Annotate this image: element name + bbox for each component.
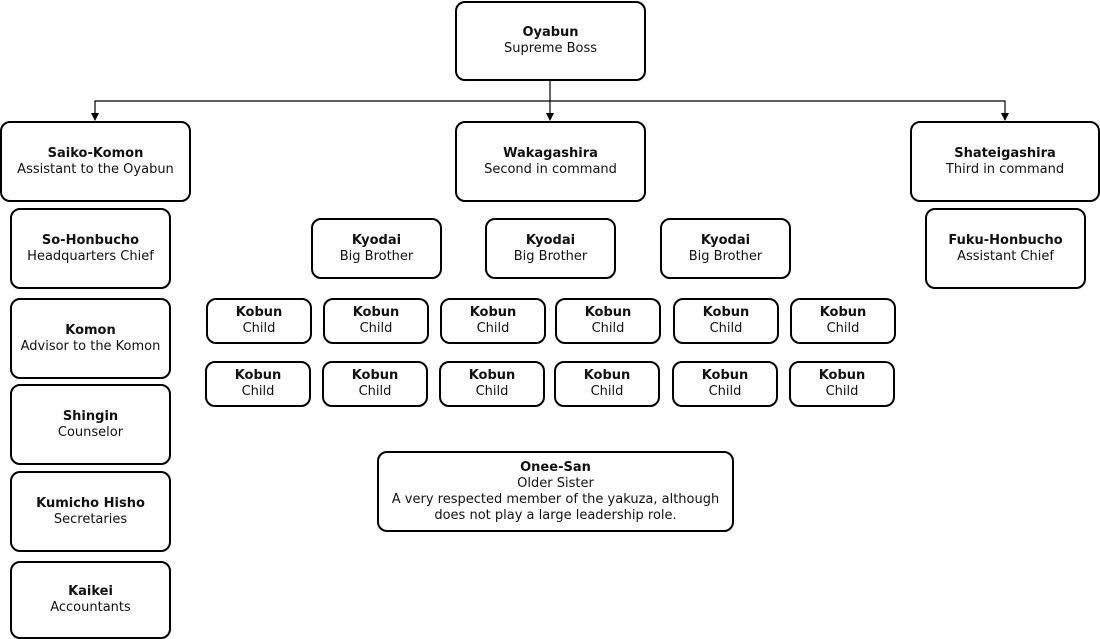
node-subtitle: Assistant to the Oyabun <box>17 161 174 177</box>
node-kobun: Kobun Child <box>555 298 661 344</box>
node-onee-san: Onee-San Older Sister A very respected m… <box>377 451 734 532</box>
node-subtitle: Supreme Boss <box>503 41 597 56</box>
node-shateigashira: Shateigashira Third in command <box>910 121 1100 202</box>
node-title: Komon <box>65 322 116 338</box>
node-title: Kumicho Hisho <box>36 495 145 511</box>
node-subtitle: Child <box>709 321 743 336</box>
node-subtitle: Child <box>358 384 392 399</box>
node-description: A very respected member of the yakuza, a… <box>391 491 720 523</box>
node-subtitle: Headquarters Chief <box>27 248 154 264</box>
node-subtitle: Advisor to the Komon <box>20 338 161 354</box>
node-subtitle: Big Brother <box>513 248 588 264</box>
node-title: So-Honbucho <box>41 232 140 248</box>
node-subtitle: Third in command <box>945 161 1065 177</box>
node-subtitle: Child <box>476 321 510 336</box>
node-kobun: Kobun Child <box>439 361 545 407</box>
node-title: Shateigashira <box>954 145 1056 161</box>
node-title: Kyodai <box>351 232 402 248</box>
node-kobun: Kobun Child <box>673 298 779 344</box>
connector-oyabun-to-shateigashira <box>550 100 1009 121</box>
node-kobun: Kobun Child <box>440 298 546 344</box>
node-so-honbucho: So-Honbucho Headquarters Chief <box>10 208 171 289</box>
node-kobun: Kobun Child <box>205 361 311 407</box>
node-kobun: Kobun Child <box>790 298 896 344</box>
node-title: Kobun <box>468 368 516 383</box>
node-title: Kobun <box>818 368 866 383</box>
node-subtitle: Second in command <box>484 161 617 177</box>
node-kaikei: Kaikei Accountants <box>10 561 171 639</box>
node-title: Kobun <box>469 305 517 320</box>
node-subtitle: Secretaries <box>53 511 128 527</box>
node-kobun: Kobun Child <box>554 361 660 407</box>
node-subtitle: Accountants <box>50 600 131 615</box>
node-title: Wakagashira <box>503 145 598 161</box>
node-subtitle: Big Brother <box>339 248 414 264</box>
node-title: Saiko-Komon <box>47 145 144 161</box>
node-title: Kyodai <box>700 232 751 248</box>
node-saiko-komon: Saiko-Komon Assistant to the Oyabun <box>0 121 191 202</box>
node-subtitle: Child <box>475 384 509 399</box>
node-subtitle: Big Brother <box>688 248 763 264</box>
node-title: Kobun <box>352 305 400 320</box>
node-subtitle: Counselor <box>57 424 124 440</box>
node-kobun: Kobun Child <box>789 361 895 407</box>
node-subtitle: Child <box>359 321 393 336</box>
node-kobun: Kobun Child <box>206 298 312 344</box>
node-kyodai: Kyodai Big Brother <box>660 218 791 279</box>
node-title: Kobun <box>701 368 749 383</box>
node-fuku-honbucho: Fuku-Honbucho Assistant Chief <box>925 208 1086 289</box>
node-kobun: Kobun Child <box>323 298 429 344</box>
node-title: Kobun <box>583 368 631 383</box>
node-oyabun: Oyabun Supreme Boss <box>455 1 646 81</box>
node-subtitle: Child <box>241 384 275 399</box>
node-wakagashira: Wakagashira Second in command <box>455 121 646 202</box>
node-title: Kobun <box>234 368 282 383</box>
node-komon: Komon Advisor to the Komon <box>10 298 171 379</box>
node-subtitle: Child <box>590 384 624 399</box>
node-title: Shingin <box>62 408 119 424</box>
node-title: Fuku-Honbucho <box>948 232 1063 248</box>
connector-oyabun-to-saiko-komon <box>91 100 550 121</box>
node-title: Kyodai <box>525 232 576 248</box>
node-title: Onee-San <box>520 459 591 475</box>
node-title: Oyabun <box>522 25 579 40</box>
node-subtitle: Child <box>242 321 276 336</box>
node-subtitle: Child <box>591 321 625 336</box>
node-subtitle: Child <box>708 384 742 399</box>
node-kyodai: Kyodai Big Brother <box>485 218 616 279</box>
node-subtitle: Older Sister <box>517 475 594 491</box>
node-title: Kobun <box>351 368 399 383</box>
node-shingin: Shingin Counselor <box>10 384 171 465</box>
node-subtitle: Child <box>825 384 859 399</box>
node-kyodai: Kyodai Big Brother <box>311 218 442 279</box>
node-title: Kaikei <box>68 584 113 599</box>
node-kumicho-hisho: Kumicho Hisho Secretaries <box>10 471 171 552</box>
node-subtitle: Child <box>826 321 860 336</box>
node-kobun: Kobun Child <box>672 361 778 407</box>
node-kobun: Kobun Child <box>322 361 428 407</box>
node-title: Kobun <box>702 305 750 320</box>
node-subtitle: Assistant Chief <box>957 248 1054 264</box>
node-title: Kobun <box>235 305 283 320</box>
node-title: Kobun <box>819 305 867 320</box>
node-title: Kobun <box>584 305 632 320</box>
